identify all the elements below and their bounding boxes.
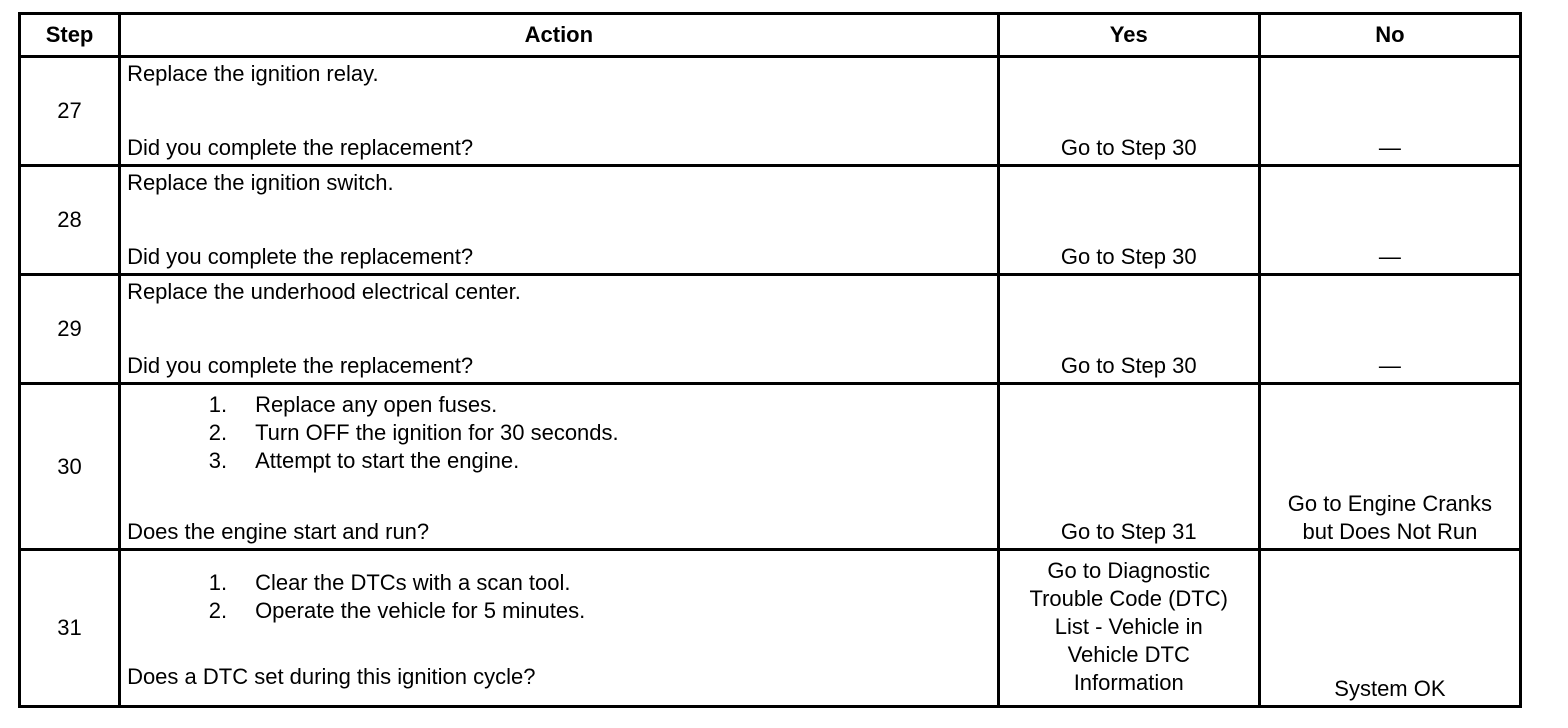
list-item-number: 1. [208,570,228,595]
yes-link-line[interactable]: Vehicle DTC [1067,642,1190,667]
yes-cell: Go to Step 30 [996,273,1261,385]
yes-cell: Go to Step 30 [996,55,1261,167]
yes-link-line[interactable]: Information [1073,670,1184,695]
yes-cell: Go to Diagnostic Trouble Code (DTC) List… [996,548,1261,708]
header-yes: Yes [996,12,1261,58]
yes-link-line[interactable]: List - Vehicle in [1054,614,1203,639]
table-row: 30 1. Replace any open fuses. 2. Turn OF… [17,382,1523,551]
action-question: Does a DTC set during this ignition cycl… [127,664,536,689]
action-text: Replace the ignition relay. [127,61,379,86]
no-cell: System OK [1257,548,1523,708]
list-item-number: 3. [208,448,228,473]
no-cell: — [1257,273,1523,385]
list-item-text: Turn OFF the ignition for 30 seconds. [255,420,619,445]
action-cell: Replace the ignition relay. Did you comp… [118,55,1000,167]
header-step: Step [17,12,122,58]
table-row: 28 Replace the ignition switch. Did you … [17,164,1523,276]
action-steps-list: 1. Clear the DTCs with a scan tool. 2. O… [127,569,991,625]
yes-cell: Go to Step 31 [996,382,1261,551]
list-item: 1. Replace any open fuses. [127,391,991,419]
action-steps-list: 1. Replace any open fuses. 2. Turn OFF t… [127,391,991,475]
no-value: — [1378,135,1401,160]
list-item-number: 1. [208,392,228,417]
action-cell: 1. Clear the DTCs with a scan tool. 2. O… [118,548,1000,708]
step-number: 29 [17,273,122,385]
list-item: 3. Attempt to start the engine. [127,447,991,475]
table-row: 27 Replace the ignition relay. Did you c… [17,55,1523,167]
action-question: Does the engine start and run? [127,519,430,544]
step-number: 31 [17,548,122,708]
list-item-number: 2. [208,420,228,445]
list-item: 2. Operate the vehicle for 5 minutes. [127,597,991,625]
yes-link-line[interactable]: Trouble Code (DTC) [1029,586,1228,611]
action-cell: Replace the ignition switch. Did you com… [118,164,1000,276]
list-item-text: Operate the vehicle for 5 minutes. [255,598,586,623]
table-row: 29 Replace the underhood electrical cent… [17,273,1523,385]
header-row: Step Action Yes No [17,12,1523,58]
list-item: 2. Turn OFF the ignition for 30 seconds. [127,419,991,447]
action-text: Replace the ignition switch. [127,170,394,195]
action-cell: 1. Replace any open fuses. 2. Turn OFF t… [118,382,1000,551]
yes-link[interactable]: Go to Step 30 [1060,353,1197,378]
list-item-text: Attempt to start the engine. [255,448,520,473]
step-number: 27 [17,55,122,167]
yes-link-line[interactable]: Go to Diagnostic [1047,558,1211,583]
no-link-line[interactable]: but Does Not Run [1302,519,1478,544]
yes-cell: Go to Step 30 [996,164,1261,276]
list-item-text: Clear the DTCs with a scan tool. [255,570,571,595]
step-number: 28 [17,164,122,276]
no-cell: Go to Engine Cranks but Does Not Run [1257,382,1523,551]
no-value: — [1378,244,1401,269]
yes-link[interactable]: Go to Step 31 [1060,519,1197,544]
list-item: 1. Clear the DTCs with a scan tool. [127,569,991,597]
action-question: Did you complete the replacement? [127,353,474,378]
action-text: Replace the underhood electrical center. [127,279,521,304]
header-action: Action [118,12,1000,58]
table-row: 31 1. Clear the DTCs with a scan tool. 2… [17,548,1523,708]
no-link-line[interactable]: Go to Engine Cranks [1287,491,1493,516]
step-number: 30 [17,382,122,551]
no-value: — [1378,353,1401,378]
no-value: System OK [1334,676,1446,701]
action-question: Did you complete the replacement? [127,135,474,160]
header-no: No [1257,12,1523,58]
yes-link[interactable]: Go to Step 30 [1060,135,1197,160]
action-cell: Replace the underhood electrical center.… [118,273,1000,385]
diagnostic-table: Step Action Yes No 27 Replace the igniti… [17,12,1523,708]
no-cell: — [1257,164,1523,276]
no-cell: — [1257,55,1523,167]
yes-link[interactable]: Go to Step 30 [1060,244,1197,269]
list-item-text: Replace any open fuses. [255,392,498,417]
list-item-number: 2. [208,598,228,623]
action-question: Did you complete the replacement? [127,244,474,269]
